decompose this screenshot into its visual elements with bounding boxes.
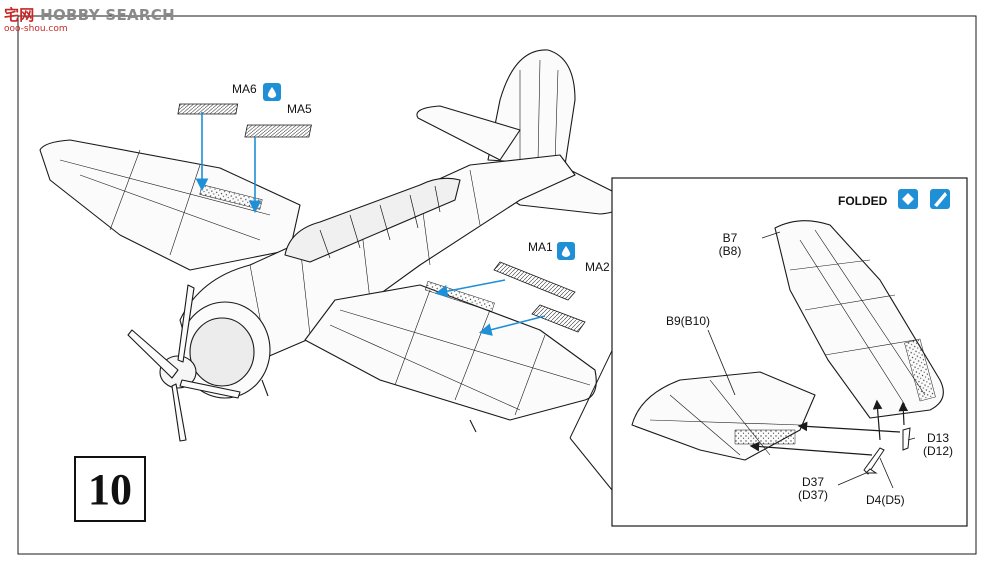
watermark-prefix: 宅网 bbox=[4, 6, 35, 24]
propeller bbox=[127, 284, 241, 442]
paint-drop-icon bbox=[263, 83, 281, 101]
label-b7-main: B7 bbox=[722, 231, 738, 245]
paint-brush-icon bbox=[930, 189, 950, 209]
label-ma2: MA2 bbox=[585, 260, 610, 274]
far-wing bbox=[39, 139, 301, 271]
label-ma6: MA6 bbox=[232, 82, 257, 96]
part-ma5-sheet bbox=[244, 124, 312, 138]
part-d13 bbox=[902, 427, 911, 451]
label-b9: B9(B10) bbox=[666, 314, 711, 328]
label-d37: D37 (D37) bbox=[793, 476, 833, 502]
near-wing bbox=[304, 284, 597, 421]
canopy bbox=[284, 177, 461, 263]
label-d13-main: D13 bbox=[926, 431, 949, 445]
label-d37-alt: (D37) bbox=[797, 488, 828, 502]
step-number: 10 bbox=[74, 456, 146, 522]
tail-stabiliser-left bbox=[416, 105, 521, 161]
part-ma1-sheet bbox=[493, 261, 576, 301]
label-d4: D4(D5) bbox=[866, 493, 905, 507]
hinge-area bbox=[734, 429, 796, 445]
fold-hinge-texture bbox=[904, 338, 936, 402]
label-b7: B7 (B8) bbox=[710, 232, 750, 258]
label-ma1: MA1 bbox=[528, 240, 553, 254]
outer-wing-folded bbox=[774, 220, 944, 419]
placement-arrows bbox=[195, 112, 546, 336]
part-d37 bbox=[864, 468, 878, 474]
label-d13-alt: (D12) bbox=[922, 444, 953, 458]
label-b7-alt: (B8) bbox=[718, 244, 742, 258]
folded-wing-inset bbox=[569, 177, 968, 527]
paint-drop-icon bbox=[557, 242, 575, 260]
page-border bbox=[17, 15, 977, 555]
watermark-site: ooo-shou.com bbox=[4, 24, 68, 34]
watermark: 宅网 HOBBY SEARCH bbox=[4, 4, 175, 25]
fold-wing-icon bbox=[898, 189, 918, 209]
part-ma2-sheet bbox=[531, 304, 586, 333]
label-d13: D13 (D12) bbox=[918, 432, 958, 458]
watermark-title: HOBBY SEARCH bbox=[40, 6, 175, 24]
label-d37-main: D37 bbox=[801, 475, 824, 489]
part-ma6-sheet bbox=[177, 103, 239, 115]
photoetch-parts bbox=[177, 103, 586, 333]
label-ma5: MA5 bbox=[287, 102, 312, 116]
aircraft-drawing bbox=[39, 49, 623, 442]
folded-label: FOLDED bbox=[838, 194, 888, 208]
